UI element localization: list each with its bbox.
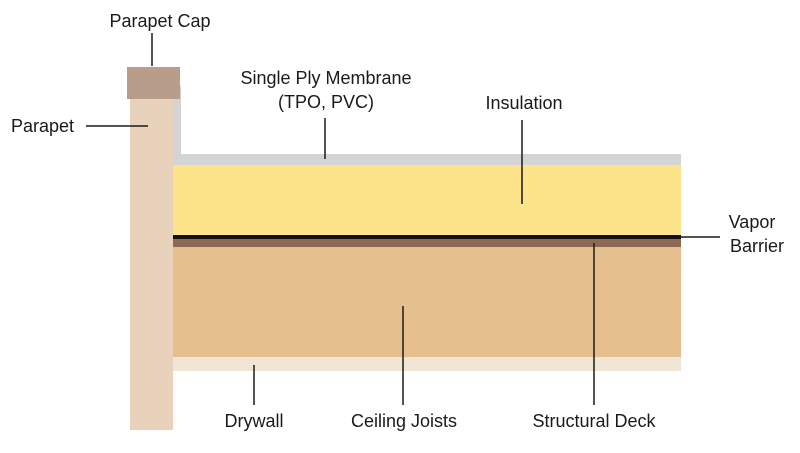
parapet-wall	[130, 98, 173, 430]
vapor-barrier-label-line1: Vapor	[729, 212, 776, 232]
parapet-cap	[127, 67, 180, 99]
ceiling-joists-layer	[173, 247, 681, 357]
ceiling-joists-label: Ceiling Joists	[351, 411, 457, 431]
membrane-label-line2: (TPO, PVC)	[278, 92, 374, 112]
drywall-label: Drywall	[224, 411, 283, 431]
drywall-layer	[173, 357, 681, 371]
vapor-barrier-layer	[173, 235, 681, 239]
membrane-label-line1: Single Ply Membrane	[240, 68, 411, 88]
membrane-layer	[173, 154, 681, 165]
structural-deck-label: Structural Deck	[532, 411, 656, 431]
insulation-layer	[173, 165, 681, 235]
structural-deck-layer	[173, 239, 681, 247]
parapet-cap-label: Parapet Cap	[109, 11, 210, 31]
vapor-barrier-label-line2: Barrier	[730, 236, 784, 256]
insulation-label: Insulation	[485, 93, 562, 113]
parapet-label: Parapet	[11, 116, 74, 136]
membrane-upturn	[173, 86, 181, 158]
